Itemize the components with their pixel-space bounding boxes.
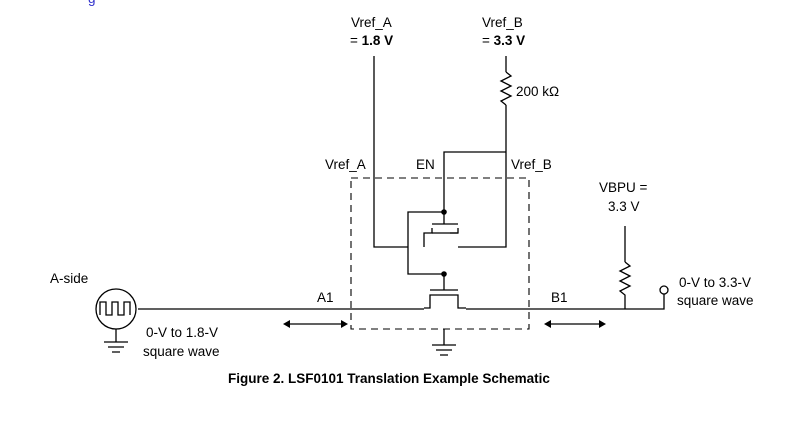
b1-bidirectional-arrow	[544, 320, 606, 328]
pin-vref-b-label: Vref_B	[511, 157, 552, 172]
vref-a-top-value: = 1.8 V	[350, 33, 393, 48]
b-signal-label-1: 0-V to 3.3-V	[679, 275, 751, 290]
a-side-label: A-side	[50, 271, 88, 286]
vref-a-top-label: Vref_A	[351, 15, 392, 30]
a-signal-label-1: 0-V to 1.8-V	[146, 325, 218, 340]
b-signal-label-2: square wave	[677, 293, 754, 308]
vref-b-top-label: Vref_B	[482, 15, 523, 30]
upper-fet-drain-wire	[407, 211, 444, 275]
a1-port-label: A1	[317, 290, 334, 305]
b1-port-label: B1	[551, 290, 568, 305]
vref-b-top-value: = 3.3 V	[482, 33, 525, 48]
lsf0101-ic-boundary	[350, 177, 530, 330]
pin-vref-a-label: Vref_A	[325, 157, 366, 172]
vbpu-label-2: 3.3 V	[608, 199, 640, 214]
pin-en-label: EN	[416, 157, 435, 172]
en-wire	[443, 151, 506, 212]
resistor-200k	[499, 71, 513, 106]
vref-b-wire-bottom	[458, 105, 507, 248]
ground-icon-a	[104, 341, 128, 353]
b-output-terminal	[659, 285, 669, 295]
lower-fet-channel	[424, 294, 466, 309]
upper-fet-body	[432, 212, 458, 234]
b-side-wire	[466, 294, 665, 310]
figure-caption: Figure 2. LSF0101 Translation Example Sc…	[228, 371, 550, 386]
ground-icon-ic	[432, 344, 456, 356]
vbpu-label-1: VBPU =	[599, 180, 648, 195]
pullup-resistor	[618, 261, 632, 309]
vref-a-wire	[373, 56, 408, 248]
square-wave-icon	[99, 301, 131, 316]
upper-fet-channel	[423, 228, 459, 247]
resistor-value-label: 200 kΩ	[516, 84, 559, 99]
header-text-fragment: g	[88, 0, 96, 6]
a-signal-label-2: square wave	[143, 344, 220, 359]
a1-bidirectional-arrow	[283, 320, 348, 328]
